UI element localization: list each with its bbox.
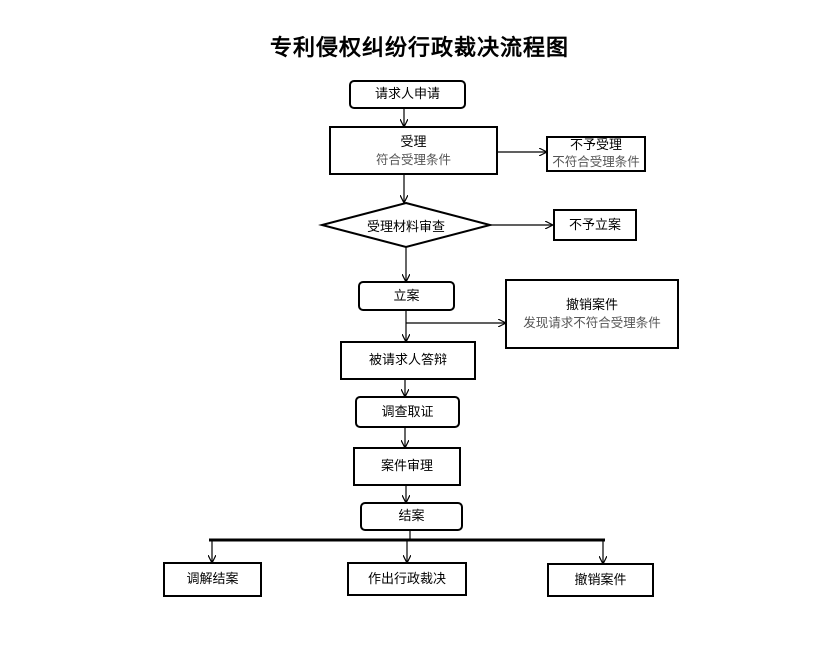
page-title: 专利侵权纠纷行政裁决流程图 [269, 36, 569, 61]
node-accept-sub: 符合受理条件 [375, 151, 451, 167]
node-reply-label: 被请求人答辩 [368, 353, 447, 368]
node-withdraw-2-label: 撤销案件 [574, 572, 627, 588]
node-withdraw-1-sub: 发现请求不符合受理条件 [523, 315, 661, 330]
node-request-label: 请求人申请 [374, 87, 440, 102]
node-reject-accept: 不予受理 不符合受理条件 [546, 136, 646, 172]
node-review-label: 受理材料审查 [366, 219, 445, 235]
node-reject-accept-label: 不予受理 [569, 138, 622, 153]
node-ruling: 作出行政裁决 [347, 562, 467, 596]
node-reply: 被请求人答辩 [340, 341, 476, 380]
node-ruling-label: 作出行政裁决 [367, 571, 446, 587]
node-withdraw-2: 撤销案件 [547, 563, 654, 597]
node-withdraw-1: 撤销案件 发现请求不符合受理条件 [505, 279, 679, 349]
node-file-case-label: 立案 [393, 288, 420, 304]
node-file-case: 立案 [358, 281, 455, 311]
node-request: 请求人申请 [349, 80, 466, 109]
node-close: 结案 [360, 502, 463, 531]
node-reject-accept-sub: 不符合受理条件 [552, 154, 640, 169]
review-decision-diamond [318, 201, 494, 249]
node-mediation-label: 调解结案 [186, 572, 239, 587]
node-mediation: 调解结案 [163, 562, 262, 597]
node-no-case-label: 不予立案 [568, 217, 621, 233]
node-investigate-label: 调查取证 [381, 404, 434, 420]
node-withdraw-1-label: 撤销案件 [565, 298, 618, 313]
node-trial: 案件审理 [353, 447, 461, 486]
node-close-label: 结案 [398, 509, 425, 524]
node-accept-label: 受理 [400, 134, 427, 150]
node-investigate: 调查取证 [355, 396, 460, 428]
node-trial-label: 案件审理 [380, 459, 433, 474]
node-no-case: 不予立案 [553, 209, 637, 241]
node-accept: 受理 符合受理条件 [329, 126, 498, 175]
